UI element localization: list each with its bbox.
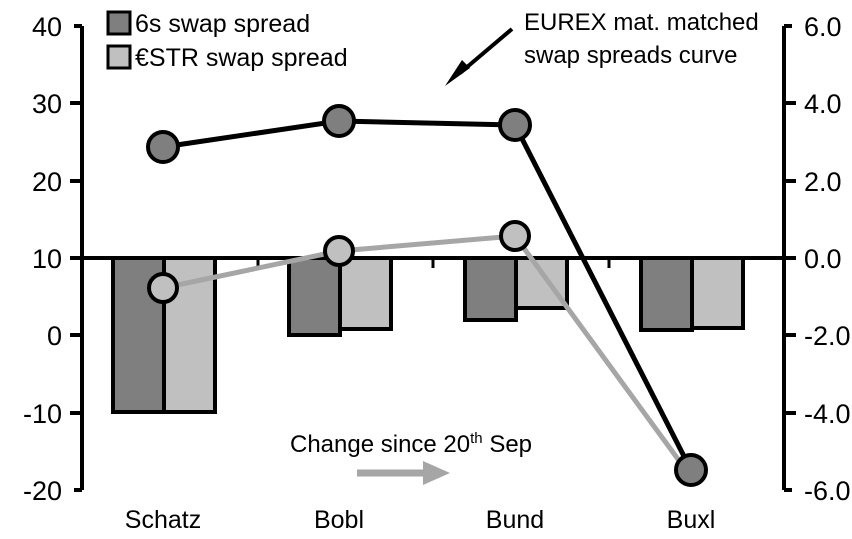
left-tick-label-10: 10 [32, 244, 62, 274]
left-tick-label-20: 20 [32, 167, 62, 197]
bar-bund-6s[interactable] [463, 256, 518, 322]
bar-bobl-estr[interactable] [338, 256, 393, 331]
category-label-schatz: Schatz [125, 506, 201, 534]
gray-series-markers [147, 220, 531, 304]
annotation-arrow-right-icon [357, 461, 450, 485]
bar-buxl-estr[interactable] [690, 256, 745, 330]
annotation-eurex-line1: EUREX mat. matched [524, 9, 759, 36]
annotation-arrow-down-left-icon [445, 27, 514, 86]
left-axis [70, 24, 84, 492]
right-tick-label-neg2: -2.0 [804, 321, 851, 351]
right-tick-label-neg4: -4.0 [804, 399, 851, 429]
bar-group-buxl [639, 256, 745, 332]
black-marker-bund[interactable] [498, 108, 532, 142]
legend-item-estr[interactable]: €STR swap spread [106, 44, 348, 72]
gray-marker-bund[interactable] [499, 220, 531, 252]
legend-label-estr: €STR swap spread [135, 44, 348, 72]
right-tick-label-0: 0.0 [804, 244, 842, 274]
black-marker-schatz[interactable] [146, 130, 180, 164]
left-tick-labels: 40 30 20 10 0 -10 -20 [23, 12, 62, 506]
annotation-change-sup: th [470, 430, 483, 447]
right-tick-label-6: 6.0 [804, 12, 842, 42]
category-label-bund: Bund [486, 506, 544, 534]
left-tick-label-neg10: -10 [23, 399, 62, 429]
right-tick-label-4: 4.0 [804, 89, 842, 119]
bar-group-bobl [287, 256, 393, 337]
gray-marker-schatz[interactable] [147, 272, 179, 304]
right-axis [782, 24, 796, 492]
annotation-change-text: Change since 20th Sep [290, 430, 532, 458]
gray-marker-bobl[interactable] [323, 235, 355, 267]
legend-swatch-estr-icon [106, 44, 132, 70]
legend-item-6s[interactable]: 6s swap spread [106, 10, 310, 38]
legend: 6s swap spread €STR swap spread [106, 10, 348, 72]
bar-group-bund [463, 256, 569, 322]
right-tick-label-2: 2.0 [804, 167, 842, 197]
black-marker-buxl[interactable] [674, 453, 708, 487]
left-tick-label-neg20: -20 [23, 476, 62, 506]
annotation-change-before: Change since 20 [290, 431, 470, 458]
annotation-eurex-line2: swap spreads curve [524, 42, 737, 69]
annotation-eurex-curve: EUREX mat. matched swap spreads curve [445, 9, 759, 86]
category-label-bobl: Bobl [314, 506, 364, 534]
black-series-markers [146, 104, 708, 487]
black-series-line [162, 118, 694, 472]
category-label-buxl: Buxl [667, 506, 716, 534]
bar-buxl-6s[interactable] [639, 256, 694, 332]
gray-series-line [162, 233, 694, 479]
annotation-change-since: Change since 20th Sep [290, 430, 532, 485]
left-tick-label-40: 40 [32, 12, 62, 42]
legend-label-6s: 6s swap spread [135, 10, 310, 38]
category-labels: Schatz Bobl Bund Buxl [125, 506, 716, 534]
bar-bobl-6s[interactable] [287, 256, 342, 337]
legend-swatch-6s-icon [106, 10, 132, 36]
right-tick-labels: 6.0 4.0 2.0 0.0 -2.0 -4.0 -6.0 [804, 12, 851, 506]
left-tick-label-30: 30 [32, 89, 62, 119]
left-tick-label-0: 0 [47, 321, 62, 351]
black-marker-bobl[interactable] [322, 104, 356, 138]
annotation-change-after: Sep [483, 431, 532, 458]
right-tick-label-neg6: -6.0 [804, 476, 851, 506]
bar-schatz-6s[interactable] [111, 256, 166, 414]
